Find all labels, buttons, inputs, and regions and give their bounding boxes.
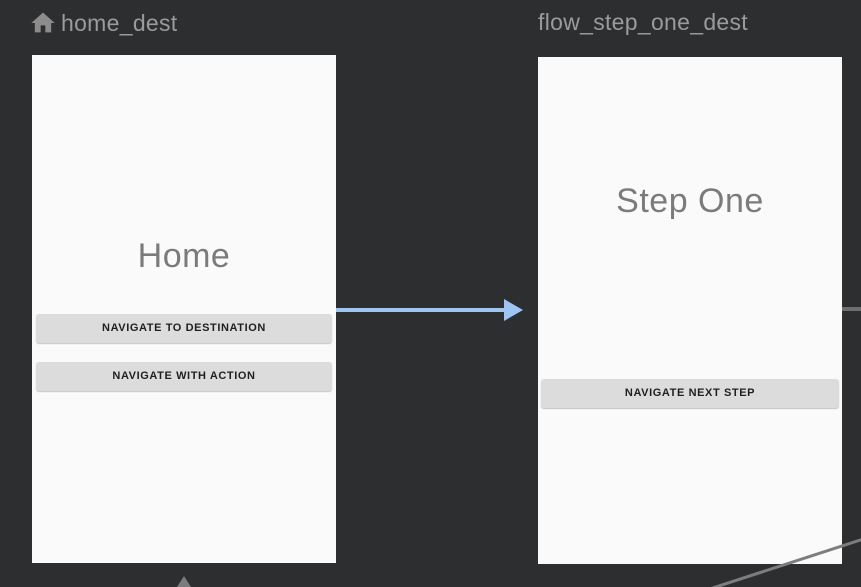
preview-title-home: Home bbox=[137, 237, 231, 275]
destination-preview-flow-step-one-dest[interactable]: Step One NAVIGATE NEXT STEP bbox=[538, 57, 842, 564]
preview-button-navigate-to-destination: NAVIGATE TO DESTINATION bbox=[36, 314, 332, 343]
action-edge-home-to-step-one[interactable] bbox=[336, 308, 506, 312]
preview-button-navigate-next-step: NAVIGATE NEXT STEP bbox=[541, 379, 839, 408]
destination-label-home-dest: home_dest bbox=[61, 9, 178, 36]
action-edge-arrowhead-icon[interactable] bbox=[504, 299, 523, 321]
preview-title-step-one: Step One bbox=[616, 182, 764, 220]
destination-header-home-dest[interactable]: home_dest bbox=[29, 9, 178, 37]
home-icon bbox=[29, 9, 57, 37]
destination-preview-home-dest[interactable]: Home NAVIGATE TO DESTINATION NAVIGATE WI… bbox=[32, 55, 336, 563]
destination-header-flow-step-one-dest[interactable]: flow_step_one_dest bbox=[538, 9, 748, 36]
incoming-edge-arrowhead-icon[interactable] bbox=[177, 576, 191, 587]
action-edge-stub-right[interactable] bbox=[842, 307, 861, 311]
destination-label-flow-step-one-dest: flow_step_one_dest bbox=[538, 9, 748, 35]
preview-button-navigate-with-action: NAVIGATE WITH ACTION bbox=[36, 362, 332, 391]
